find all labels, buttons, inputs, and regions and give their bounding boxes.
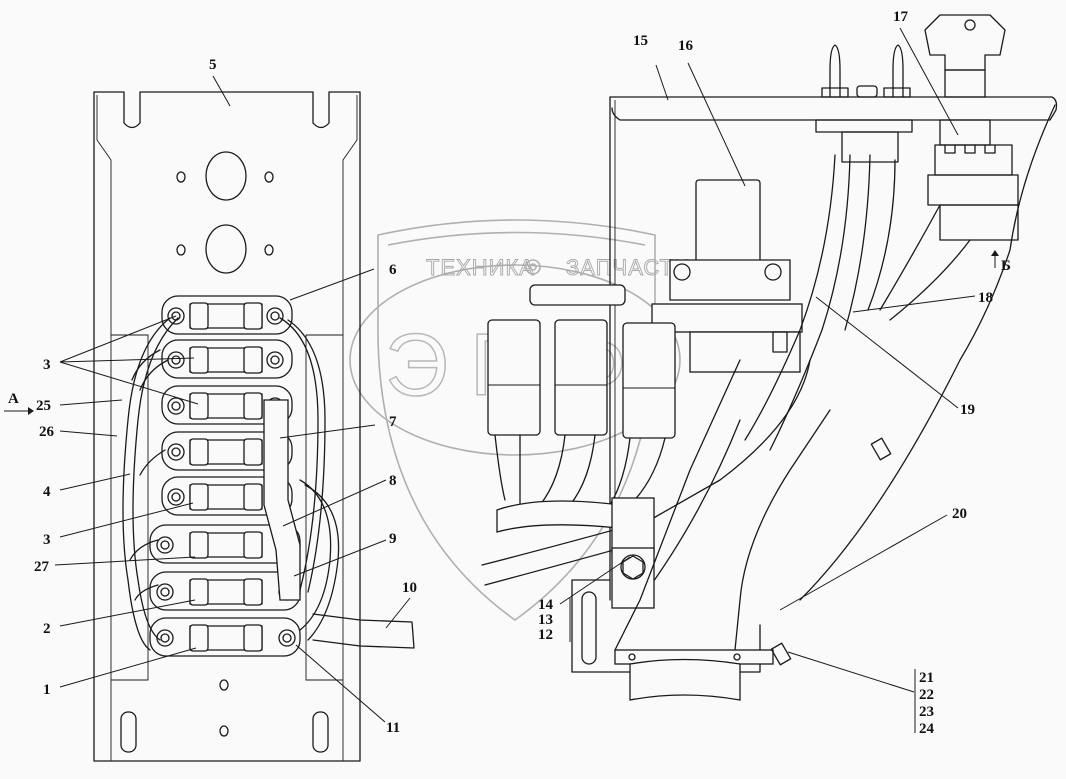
screw-terminal [156, 583, 174, 601]
callout-27: 27 [34, 559, 50, 575]
callout-14: 14 [538, 597, 554, 613]
connector-block [487, 284, 676, 439]
screw-terminal [266, 351, 284, 369]
screw-terminal [167, 443, 185, 461]
gear-icon [525, 259, 541, 275]
lamp-housing [614, 359, 892, 701]
callout-3b: 3 [43, 532, 51, 548]
callout-26: 26 [39, 424, 55, 440]
callout-25: 25 [36, 398, 51, 414]
screw-terminal [156, 629, 174, 647]
view-a-marker: А [4, 391, 34, 415]
callout-1: 1 [43, 682, 51, 698]
callout-3a: 3 [43, 357, 51, 373]
watermark-logo-letter-1: Э [385, 315, 448, 414]
callout-23: 23 [919, 704, 934, 720]
callout-5: 5 [209, 57, 217, 73]
callout-10: 10 [402, 580, 417, 596]
screw-terminal [278, 629, 296, 647]
callout-20: 20 [952, 506, 967, 522]
fuse-holder [161, 295, 293, 335]
callout-9: 9 [389, 531, 397, 547]
fuse-block [149, 295, 301, 657]
view-b-label: Б [1001, 258, 1011, 274]
bolt-bracket [571, 497, 761, 673]
callout-12: 12 [538, 627, 553, 643]
screw-terminal [156, 536, 174, 554]
screw-terminal [266, 307, 284, 325]
callout-11: 11 [386, 720, 400, 736]
leader-lines [54, 27, 976, 733]
mounting-plate [93, 91, 361, 762]
fuse-holder [149, 617, 301, 657]
screw-terminal [167, 488, 185, 506]
wire-harness-right [481, 154, 971, 601]
callout-13: 13 [538, 612, 553, 628]
callout-2: 2 [43, 621, 51, 637]
callout-8: 8 [389, 473, 397, 489]
fuse-holder [161, 339, 293, 379]
callout-4: 4 [43, 484, 51, 500]
screw-terminal [167, 397, 185, 415]
callout-21: 21 [919, 670, 934, 686]
callout-7: 7 [389, 414, 397, 430]
view-b-marker: Б [991, 250, 1011, 274]
callout-16: 16 [678, 38, 694, 54]
relay-16 [651, 179, 803, 373]
view-a-label: А [8, 391, 19, 407]
callout-17: 17 [893, 9, 909, 25]
watermark-brand-left: ТЕХНИКА [426, 255, 535, 280]
callout-6: 6 [389, 262, 397, 278]
callout-labels: 5 6 3 25 26 4 3 27 2 1 7 8 9 10 11 15 16… [34, 9, 993, 737]
fuse-holder [149, 571, 301, 611]
callout-19: 19 [960, 402, 975, 418]
screw-terminal [167, 351, 185, 369]
callout-18: 18 [978, 290, 993, 306]
cable-10 [312, 613, 415, 649]
jumper-bar [263, 399, 301, 601]
callout-24: 24 [919, 721, 935, 737]
callout-15: 15 [633, 33, 648, 49]
callout-22: 22 [919, 687, 934, 703]
